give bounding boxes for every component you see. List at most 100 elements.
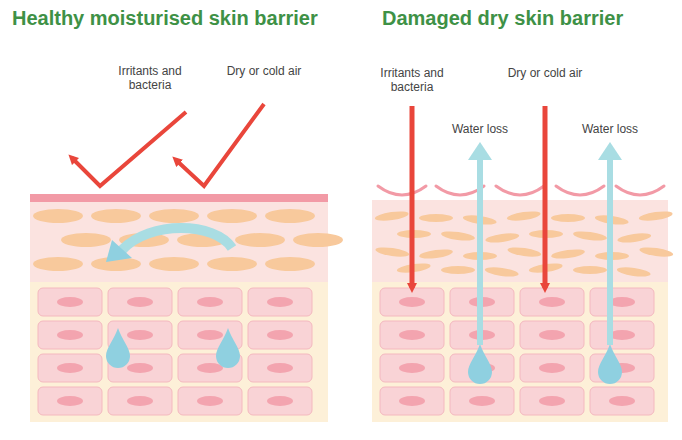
flake — [556, 186, 604, 195]
air-arrow — [543, 106, 548, 288]
corneocyte — [149, 257, 199, 271]
nucleus — [57, 297, 83, 307]
nucleus — [197, 396, 223, 406]
retained-water-arrow — [122, 228, 232, 250]
nucleus — [609, 396, 635, 406]
corneocyte — [91, 209, 141, 223]
cell — [178, 387, 242, 415]
cell — [380, 288, 444, 316]
cell — [450, 387, 514, 415]
corneocyte — [441, 230, 476, 243]
cell — [108, 387, 172, 415]
cell — [38, 321, 102, 349]
nucleus — [57, 363, 83, 373]
flake — [378, 186, 426, 195]
corneocyte — [207, 257, 257, 271]
cell — [38, 387, 102, 415]
corneocyte — [551, 248, 586, 261]
arrow-label: Water loss — [440, 122, 520, 136]
nucleus — [197, 363, 223, 373]
corneocyte — [33, 209, 83, 223]
cell — [248, 387, 312, 415]
cell — [520, 387, 584, 415]
corneocyte — [506, 210, 541, 223]
corneocyte — [617, 232, 652, 245]
arrow-label: Irritants and bacteria — [370, 66, 454, 94]
water-drops — [106, 328, 622, 384]
cell — [248, 321, 312, 349]
cell — [590, 387, 654, 415]
water-loss-arrow — [607, 158, 613, 345]
corneocyte — [419, 214, 453, 222]
corneocytes — [374, 210, 673, 279]
cell — [38, 288, 102, 316]
nucleus — [57, 396, 83, 406]
irritants-arrow — [410, 106, 415, 288]
corneocyte — [507, 246, 542, 259]
corneocyte — [375, 246, 410, 259]
water-drop — [106, 328, 130, 368]
arrow-label: Irritants and bacteria — [108, 64, 192, 92]
arrow-head — [106, 240, 132, 262]
corneocyte — [484, 266, 519, 279]
lower-layer — [372, 282, 668, 422]
nucleus — [127, 330, 153, 340]
corneocyte — [207, 209, 257, 223]
skin-flakes — [378, 186, 664, 195]
corneocyte — [551, 214, 585, 222]
arrow-label: Dry or cold air — [222, 64, 306, 78]
cell — [520, 321, 584, 349]
nucleus — [539, 396, 565, 406]
nucleus — [399, 396, 425, 406]
nucleus — [539, 363, 565, 373]
nucleus — [539, 297, 565, 307]
nucleus — [267, 396, 293, 406]
cell — [380, 354, 444, 382]
corneocyte — [33, 257, 83, 271]
skin-cells — [38, 288, 312, 415]
cell — [380, 321, 444, 349]
flake — [496, 186, 544, 195]
water-loss-arrow — [477, 158, 483, 345]
corneocyte — [639, 246, 674, 259]
cell — [590, 288, 654, 316]
corneocyte — [485, 232, 520, 245]
arrow-label: Water loss — [570, 122, 650, 136]
nucleus — [197, 297, 223, 307]
barrier-film — [30, 194, 328, 202]
corneocyte — [441, 266, 475, 274]
cell — [178, 288, 242, 316]
cell — [248, 354, 312, 382]
corneocyte — [573, 266, 607, 274]
cell — [520, 288, 584, 316]
arrow-head — [598, 142, 622, 160]
corneocytes — [33, 209, 343, 271]
cell — [590, 321, 654, 349]
nucleus — [469, 396, 495, 406]
nucleus — [267, 363, 293, 373]
water-drop — [598, 344, 622, 384]
flake — [616, 186, 664, 195]
lower-layer — [30, 282, 328, 422]
panel-heading: Healthy moisturised skin barrier — [12, 6, 318, 30]
corneocyte — [573, 230, 608, 243]
upper-layer — [372, 200, 668, 282]
nucleus — [267, 330, 293, 340]
nucleus — [399, 363, 425, 373]
corneocyte — [419, 248, 454, 261]
cell — [380, 387, 444, 415]
corneocyte — [374, 210, 409, 223]
corneocyte — [638, 210, 673, 223]
nucleus — [127, 396, 153, 406]
corneocyte — [149, 209, 199, 223]
corneocyte — [235, 233, 285, 247]
repelled-air-arrow — [176, 104, 264, 186]
corneocyte — [265, 209, 315, 223]
nucleus — [267, 297, 293, 307]
nucleus — [399, 297, 425, 307]
cell — [38, 354, 102, 382]
nucleus — [127, 297, 153, 307]
arrow-head — [468, 142, 492, 160]
upper-layer — [30, 202, 328, 282]
